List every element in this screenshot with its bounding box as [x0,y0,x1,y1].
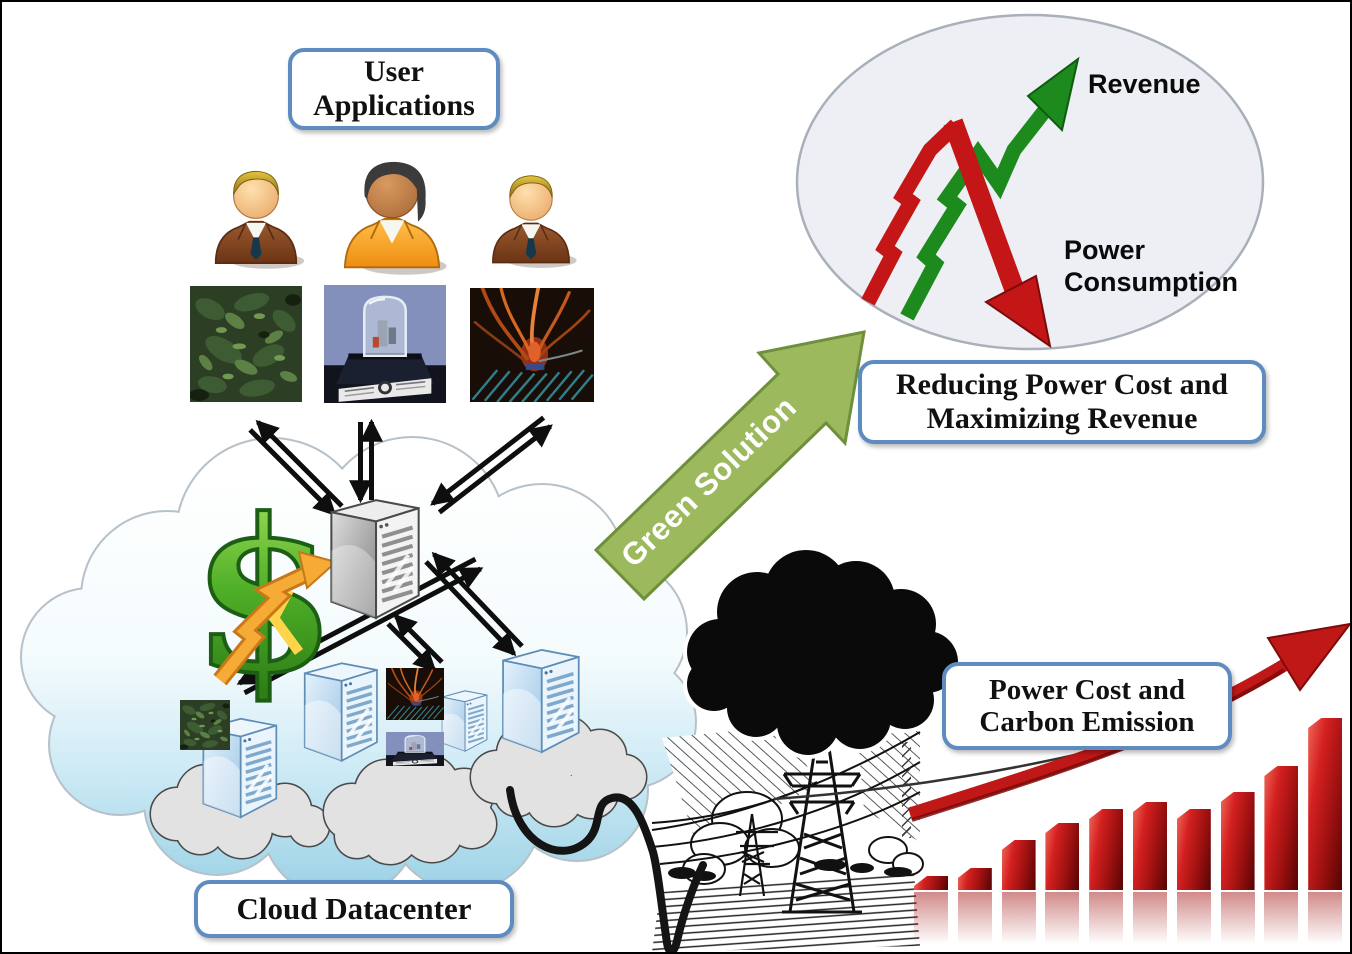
bar-reflection [1133,892,1167,944]
trend-ellipse [795,13,1265,351]
flow-arrow [386,622,437,673]
power-cable [506,786,707,952]
power-cost-carbon-box: Power Cost and Carbon Emission [942,662,1232,750]
cloud-datacenter-box: Cloud Datacenter [194,880,514,938]
bar-reflection [1308,892,1343,944]
reducing-line1: Reducing Power Cost and [896,368,1228,402]
bar-t1 [914,876,948,890]
bar-t8 [1220,792,1255,890]
bar-t3 [1001,840,1036,890]
flow-arrow [243,566,484,696]
chart-axis-ticks [902,742,911,838]
flow-arrow [437,424,553,515]
bar-t2 [957,868,992,890]
user-icon-3 [478,152,584,282]
bar-t9 [1264,766,1299,890]
bar-reflection [1001,892,1036,944]
power-consumption-line2: Consumption [1064,267,1238,297]
power-consumption-label: Power Consumption [1064,234,1238,298]
host-cloud-right [469,714,648,828]
flow-arrow [393,613,444,664]
vm-server-icon-3 [440,689,489,753]
user-icon-2 [330,138,454,290]
main-server-icon [331,500,418,618]
flow-arrow [248,428,337,517]
user-applications-box: User Applications [288,48,500,130]
app-thumbnail-machine [324,285,446,403]
bar-reflection [1089,892,1124,944]
power-towers-illustration [651,724,924,952]
bar-t6 [1133,802,1167,890]
bar-t4 [1045,823,1080,890]
task-thumbnail-wires-small [386,668,444,720]
trend-arrowhead [1266,622,1350,692]
bar-reflection [1220,892,1255,944]
flow-arrow [255,419,344,508]
bar-reflection [914,892,948,944]
flow-arrow [431,551,524,648]
task-thumbnail-machine-small [386,732,444,766]
user-applications-line1: User [364,55,424,89]
vm-server-icon-1 [201,717,279,819]
bar-reflection [957,892,992,944]
power-cost-line2: Carbon Emission [979,706,1195,738]
revenue-label: Revenue [1088,69,1201,99]
datacenter-cloud-shape [20,436,697,900]
app-thumbnail-terrain [190,286,302,402]
host-cloud-left [149,763,331,860]
dollar-icon: $ [191,473,337,720]
profit-zigzag-arrow-icon [213,550,339,686]
bar-t10 [1308,718,1343,890]
bar-reflection [1176,892,1211,944]
power-consumption-line1: Power [1064,235,1146,265]
task-thumbnail-terrain-small [180,700,230,750]
vm-server-icon-2 [302,661,379,763]
user-icon-1 [200,148,312,282]
flow-arrow [236,556,477,686]
bar-t5 [1089,809,1124,890]
reducing-line2: Maximizing Revenue [926,402,1198,435]
vm-server-icon-4 [501,648,581,754]
flow-arrow [424,560,517,657]
bar-t7 [1176,809,1211,890]
user-applications-line2: Applications [313,89,475,122]
host-cloud-middle [322,753,498,866]
power-down-arrow [861,118,1052,349]
reducing-power-cost-box: Reducing Power Cost and Maximizing Reven… [858,360,1266,444]
flow-arrow [430,415,546,506]
power-cost-line1: Power Cost and [988,673,1186,706]
bar-reflection [1264,892,1299,944]
app-thumbnail-wires [470,288,594,402]
green-solution-label: Green Solution [614,389,804,574]
revenue-up-arrow [900,56,1080,321]
cloud-datacenter-label: Cloud Datacenter [236,890,472,926]
bar-reflection [1045,892,1080,944]
